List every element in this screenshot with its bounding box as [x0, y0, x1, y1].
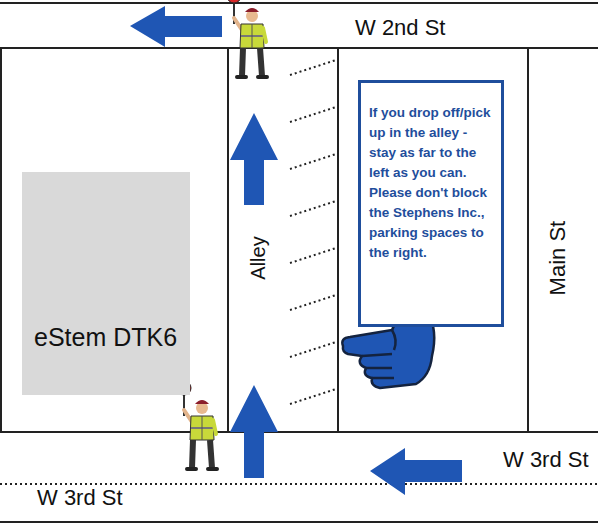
alley-name: Alley — [247, 234, 269, 281]
street-name: Main St — [546, 219, 570, 298]
node-text: eStem DTK6 — [34, 322, 177, 352]
note-box: If you drop off/pick up in the alley - s… — [358, 80, 504, 327]
street-name: W 2nd St — [353, 16, 447, 40]
street-name: W 3rd St — [35, 486, 125, 510]
street-name: W 3rd St — [501, 448, 591, 472]
school-building: eStem DTK6 — [22, 172, 190, 395]
node-text: If you drop off/pick up in the alley - s… — [369, 103, 495, 263]
